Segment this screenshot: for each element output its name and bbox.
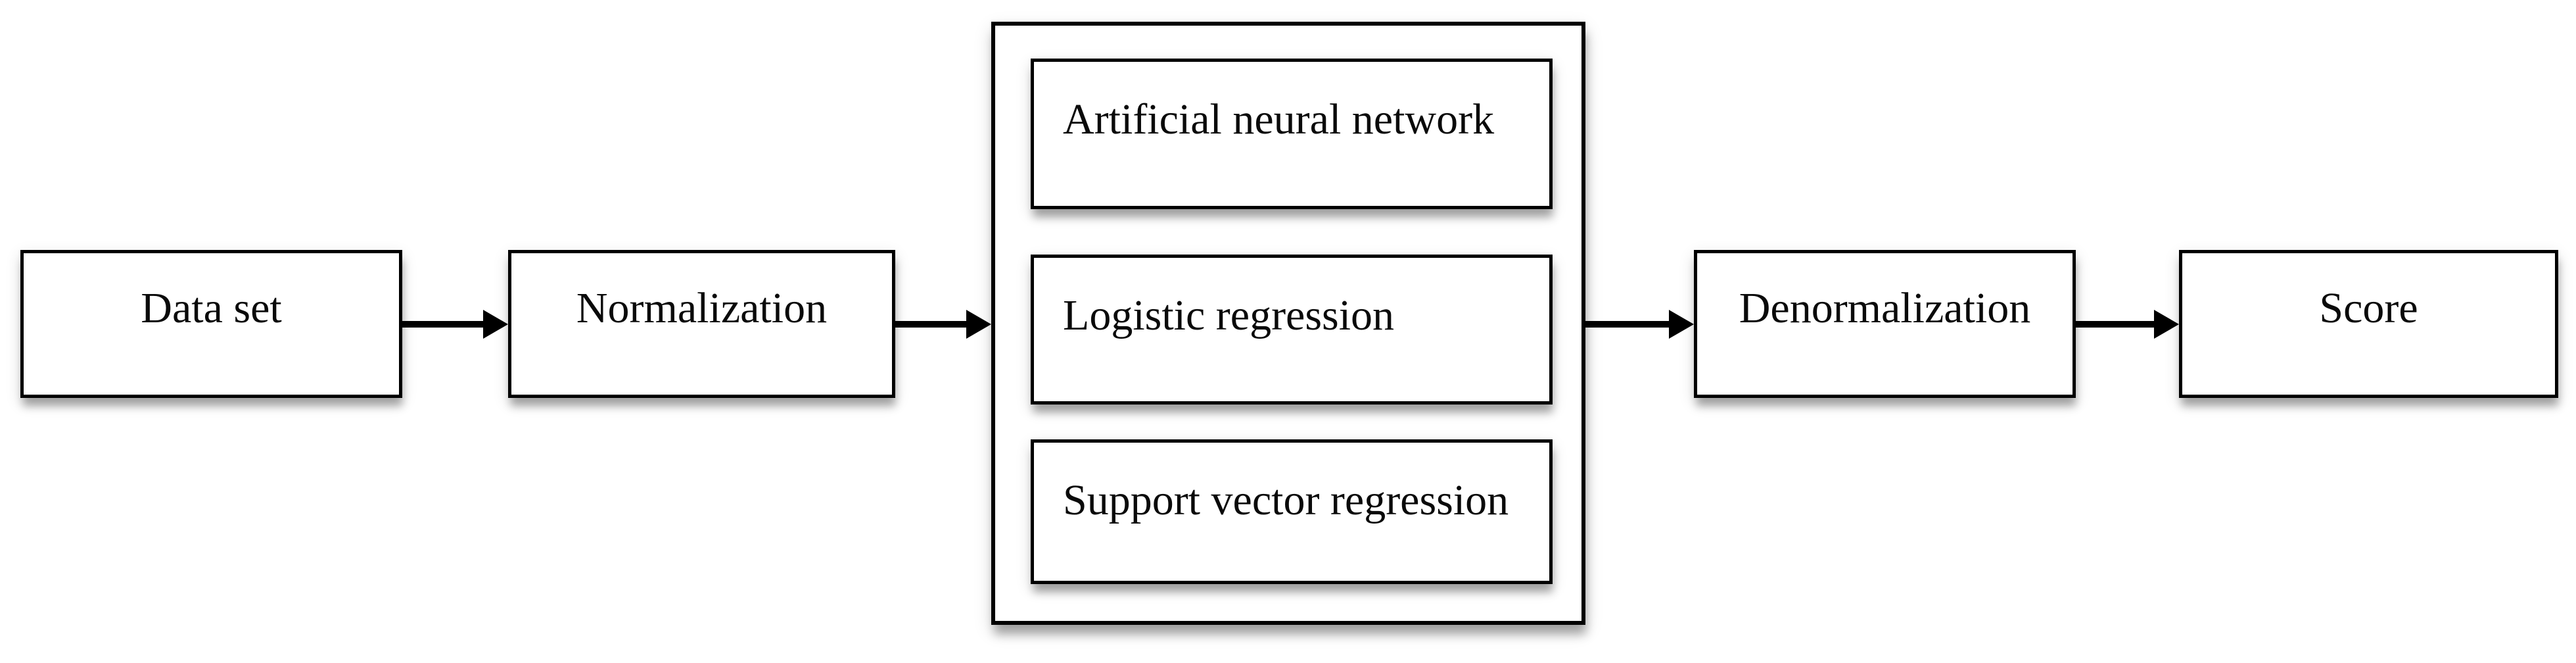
node-artificial-neural-network: Artificial neural network [1031, 59, 1553, 209]
arrow-shaft [2076, 321, 2159, 328]
node-normalization-label: Normalization [576, 284, 828, 332]
node-data-set-label: Data set [141, 284, 282, 332]
node-artificial-neural-network-label: Artificial neural network [1063, 95, 1495, 143]
node-normalization: Normalization [508, 250, 895, 398]
arrow-models-to-denormalization [1585, 310, 1694, 339]
arrow-shaft [402, 321, 488, 328]
node-logistic-regression-label: Logistic regression [1063, 291, 1395, 339]
arrow-denormalization-to-score [2076, 310, 2179, 339]
node-data-set: Data set [20, 250, 402, 398]
arrow-shaft [1585, 321, 1674, 328]
node-logistic-regression: Logistic regression [1031, 255, 1553, 405]
arrowhead-icon [966, 310, 991, 339]
arrowhead-icon [1669, 310, 1694, 339]
arrow-dataset-to-normalization [402, 310, 508, 339]
arrow-shaft [895, 321, 972, 328]
models-group-box: Artificial neural network Logistic regre… [991, 22, 1585, 625]
node-support-vector-regression-label: Support vector regression [1063, 476, 1509, 524]
node-score-label: Score [2319, 284, 2418, 332]
arrowhead-icon [2154, 310, 2179, 339]
node-denormalization-label: Denormalization [1739, 284, 2031, 332]
node-denormalization: Denormalization [1694, 250, 2076, 398]
arrowhead-icon [483, 310, 508, 339]
node-support-vector-regression: Support vector regression [1031, 439, 1553, 584]
node-score: Score [2179, 250, 2558, 398]
arrow-normalization-to-models [895, 310, 991, 339]
